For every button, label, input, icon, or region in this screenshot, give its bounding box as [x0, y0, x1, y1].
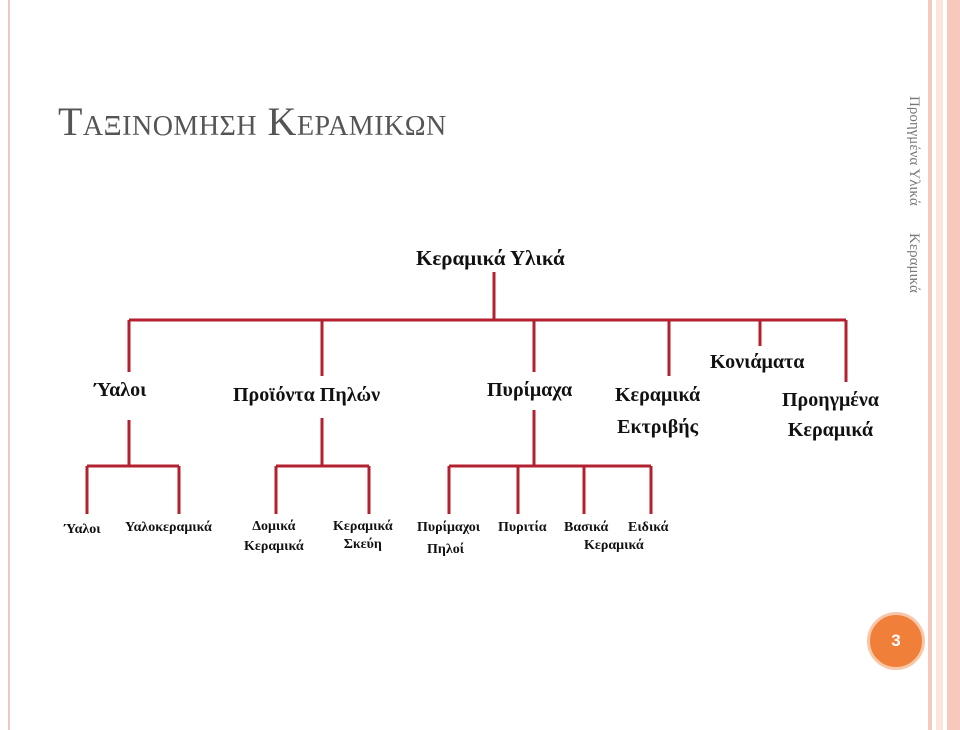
node-special: Ειδικά [628, 520, 669, 535]
node-glasses: Ύαλοι [94, 379, 147, 401]
node-abrasives-line2: Εκτριβής [617, 416, 699, 438]
node-glass-ceramics: Υαλοκεραμικά [125, 520, 212, 535]
node-abrasives-line1: Κεραμικά [615, 384, 701, 406]
node-structural-ceramics-line2: Κεραμικά [244, 538, 304, 554]
node-whitewares-line2: Σκεύη [343, 536, 382, 552]
node-fireclays-line2: Πηλοί [427, 541, 465, 557]
node-cements: Κονιάματα [710, 351, 805, 373]
node-clay-products: Προϊόντα Πηλών [233, 384, 381, 406]
node-basic-ceramics-line1: Βασικά [564, 520, 609, 535]
side-label-advanced-materials: Προηγμένα Υλικά [906, 96, 922, 206]
node-fireclays-line1: Πυρίμαχοι [417, 520, 481, 535]
node-advanced-ceramics: Προηγμένα Κεραμικά [782, 388, 879, 442]
side-label: Προηγμένα Υλικά Κεραμικά [905, 96, 922, 293]
right-decorative-band [947, 0, 960, 730]
node-whitewares: Κεραμικά Σκεύη [333, 519, 393, 554]
side-label-ceramics: Κεραμικά [906, 233, 922, 294]
slide-title: Ταξινομηση Κεραμικων [58, 99, 447, 144]
node-fireclays: Πυρίμαχοι Πηλοί [417, 520, 480, 559]
right-decorative-band [936, 0, 943, 730]
node-basic-ceramics: Βασικά Κεραμικά [564, 520, 644, 555]
node-abrasives: Κεραμικά Εκτριβής [615, 383, 700, 439]
left-decorative-border [8, 0, 10, 730]
page-number-badge: 3 [867, 612, 925, 670]
node-advanced-ceramics-line1: Προηγμένα [782, 389, 879, 411]
node-basic-ceramics-line2: Κεραμικά [584, 537, 644, 553]
node-refractories: Πυρίμαχα [487, 379, 573, 401]
node-whitewares-line1: Κεραμικά [333, 519, 393, 534]
right-decorative-band [928, 0, 932, 730]
node-silica: Πυριτία [498, 520, 547, 535]
node-glasses-sub: Ύαλοι [64, 522, 101, 537]
node-advanced-ceramics-line2: Κεραμικά [787, 419, 874, 441]
node-structural-ceramics: Δομικά Κεραμικά [244, 519, 304, 556]
node-structural-ceramics-line1: Δομικά [252, 519, 296, 534]
node-ceramic-materials: Κεραμικά Υλικά [416, 246, 565, 270]
